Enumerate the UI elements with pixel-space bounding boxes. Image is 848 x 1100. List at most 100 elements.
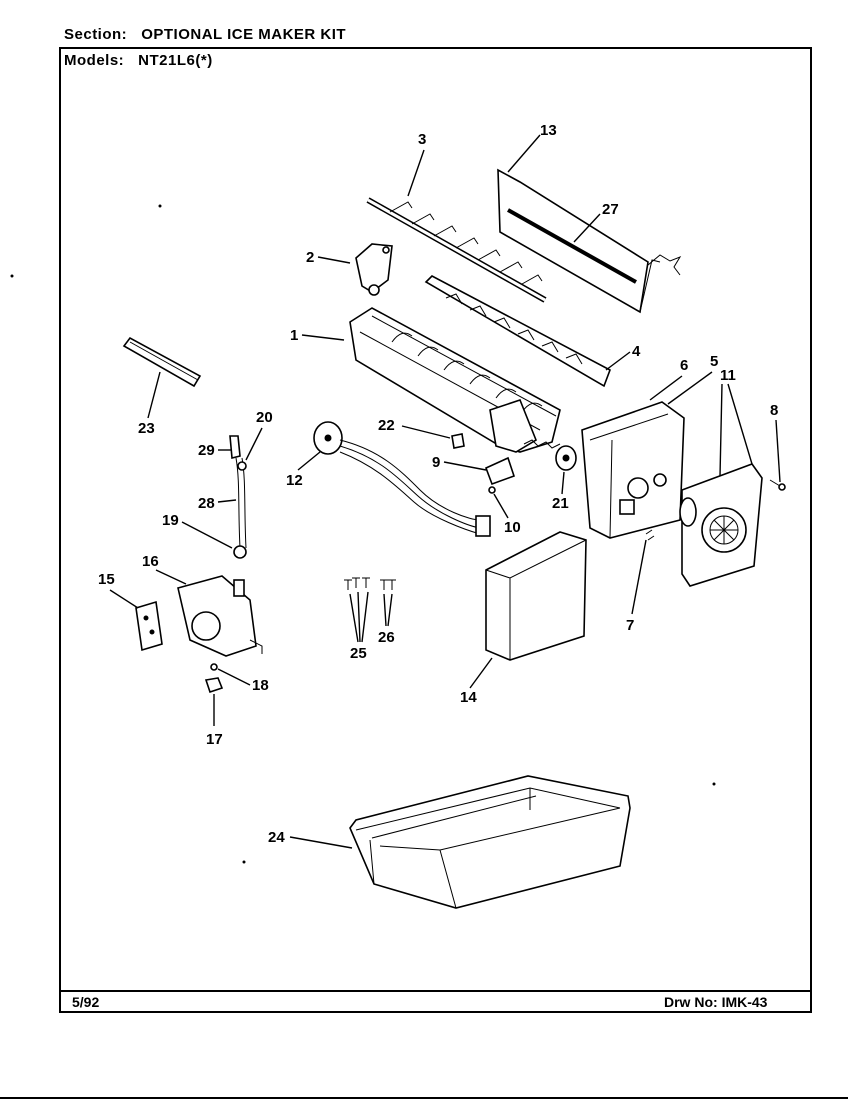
part-28-fill-tube [229, 435, 247, 559]
callout-14: 14 [460, 657, 493, 706]
svg-text:22: 22 [378, 417, 395, 434]
callout-29: 29 [198, 442, 232, 459]
svg-text:13: 13 [540, 122, 557, 139]
part-18-washer [210, 663, 218, 671]
part-17-nut [204, 677, 224, 694]
part-8-screw [769, 479, 786, 491]
svg-text:27: 27 [602, 201, 619, 218]
part-3-ejector-blade [366, 197, 547, 303]
callout-28: 28 [198, 495, 237, 512]
callout-8: 8 [770, 402, 781, 483]
svg-text:26: 26 [378, 629, 395, 646]
part-21-gear [523, 439, 577, 471]
section-label: Section: [64, 26, 128, 43]
part-11-motor-plate [679, 463, 763, 587]
part-10-screw [488, 486, 496, 494]
part-6-housing [581, 401, 685, 539]
svg-text:3: 3 [418, 131, 426, 148]
callout-22: 22 [378, 417, 451, 439]
part-24-ice-bin [349, 775, 631, 909]
models-value: NT21L6(*) [138, 52, 213, 69]
part-23-trough [122, 336, 202, 388]
svg-text:19: 19 [162, 512, 179, 529]
footer-drawing-number: Drw No: IMK-43 [664, 994, 767, 1010]
svg-text:9: 9 [432, 454, 440, 471]
svg-text:16: 16 [142, 553, 159, 570]
footer-date: 5/92 [72, 994, 100, 1010]
drawing-label: Drw No: [664, 994, 718, 1010]
part-7-screw [645, 529, 655, 541]
svg-text:8: 8 [770, 402, 778, 419]
svg-text:23: 23 [138, 420, 155, 437]
callout-2: 2 [306, 249, 351, 266]
section-title: OPTIONAL ICE MAKER KIT [141, 26, 347, 43]
scan-speck [712, 782, 716, 786]
svg-text:29: 29 [198, 442, 215, 459]
footer-divider [59, 990, 812, 992]
part-14-cover [485, 531, 587, 661]
callout-4: 4 [605, 343, 641, 371]
part-2-bracket [355, 243, 393, 296]
part-26-screws [380, 579, 396, 590]
callout-27: 27 [573, 201, 619, 243]
svg-text:2: 2 [306, 249, 314, 266]
part-12-harness [313, 421, 491, 537]
part-9-bracket [484, 456, 516, 486]
callout-19: 19 [162, 512, 233, 549]
svg-text:20: 20 [256, 409, 273, 426]
section-header: Section: OPTIONAL ICE MAKER KIT [64, 26, 346, 43]
callout-11: 11 [719, 367, 753, 477]
callout-23: 23 [138, 371, 161, 437]
part-4-stripper [424, 275, 611, 388]
callout-1: 1 [290, 327, 345, 344]
callout-20: 20 [245, 409, 273, 461]
part-25-screws [344, 577, 370, 590]
scan-speck [10, 274, 14, 278]
part-16-water-valve [177, 575, 263, 657]
callout-16: 16 [142, 553, 187, 585]
svg-text:15: 15 [98, 571, 115, 588]
svg-text:14: 14 [460, 689, 477, 706]
part-22-clip [451, 433, 465, 449]
callout-9: 9 [432, 454, 487, 471]
scan-speck [158, 204, 162, 208]
callout-15: 15 [98, 571, 139, 609]
callout-17: 17 [206, 694, 223, 748]
callout-6: 6 [649, 357, 688, 401]
svg-text:25: 25 [350, 645, 367, 662]
svg-text:28: 28 [198, 495, 215, 512]
callout-24: 24 [268, 829, 353, 849]
part-13-shutoff-plate [497, 168, 661, 314]
svg-text:4: 4 [632, 343, 641, 360]
callout-3: 3 [407, 131, 426, 197]
drawing-number: IMK-43 [721, 994, 768, 1010]
callout-25: 25 [349, 591, 369, 662]
svg-text:24: 24 [268, 829, 285, 846]
svg-text:18: 18 [252, 677, 269, 694]
callout-5: 5 [667, 353, 718, 405]
scan-speck [242, 860, 246, 864]
svg-text:6: 6 [680, 357, 688, 374]
callout-26: 26 [378, 593, 395, 646]
models-label: Models: [64, 52, 125, 69]
svg-text:17: 17 [206, 731, 223, 748]
part-27-rod [507, 208, 682, 284]
svg-text:1: 1 [290, 327, 298, 344]
part-1-mold [349, 307, 561, 453]
callout-7: 7 [626, 539, 647, 634]
svg-text:10: 10 [504, 519, 521, 536]
diagram-frame [59, 47, 812, 1013]
page-bottom-rule [0, 1097, 848, 1099]
svg-text:21: 21 [552, 495, 569, 512]
models-header: Models: NT21L6(*) [64, 52, 213, 69]
callout-18: 18 [217, 668, 269, 694]
callout-13: 13 [507, 122, 557, 173]
callout-21: 21 [552, 471, 569, 512]
svg-text:7: 7 [626, 617, 634, 634]
callout-10: 10 [493, 493, 521, 536]
callout-12: 12 [286, 451, 321, 489]
svg-text:5: 5 [710, 353, 718, 370]
svg-text:12: 12 [286, 472, 303, 489]
svg-text:11: 11 [720, 367, 736, 384]
